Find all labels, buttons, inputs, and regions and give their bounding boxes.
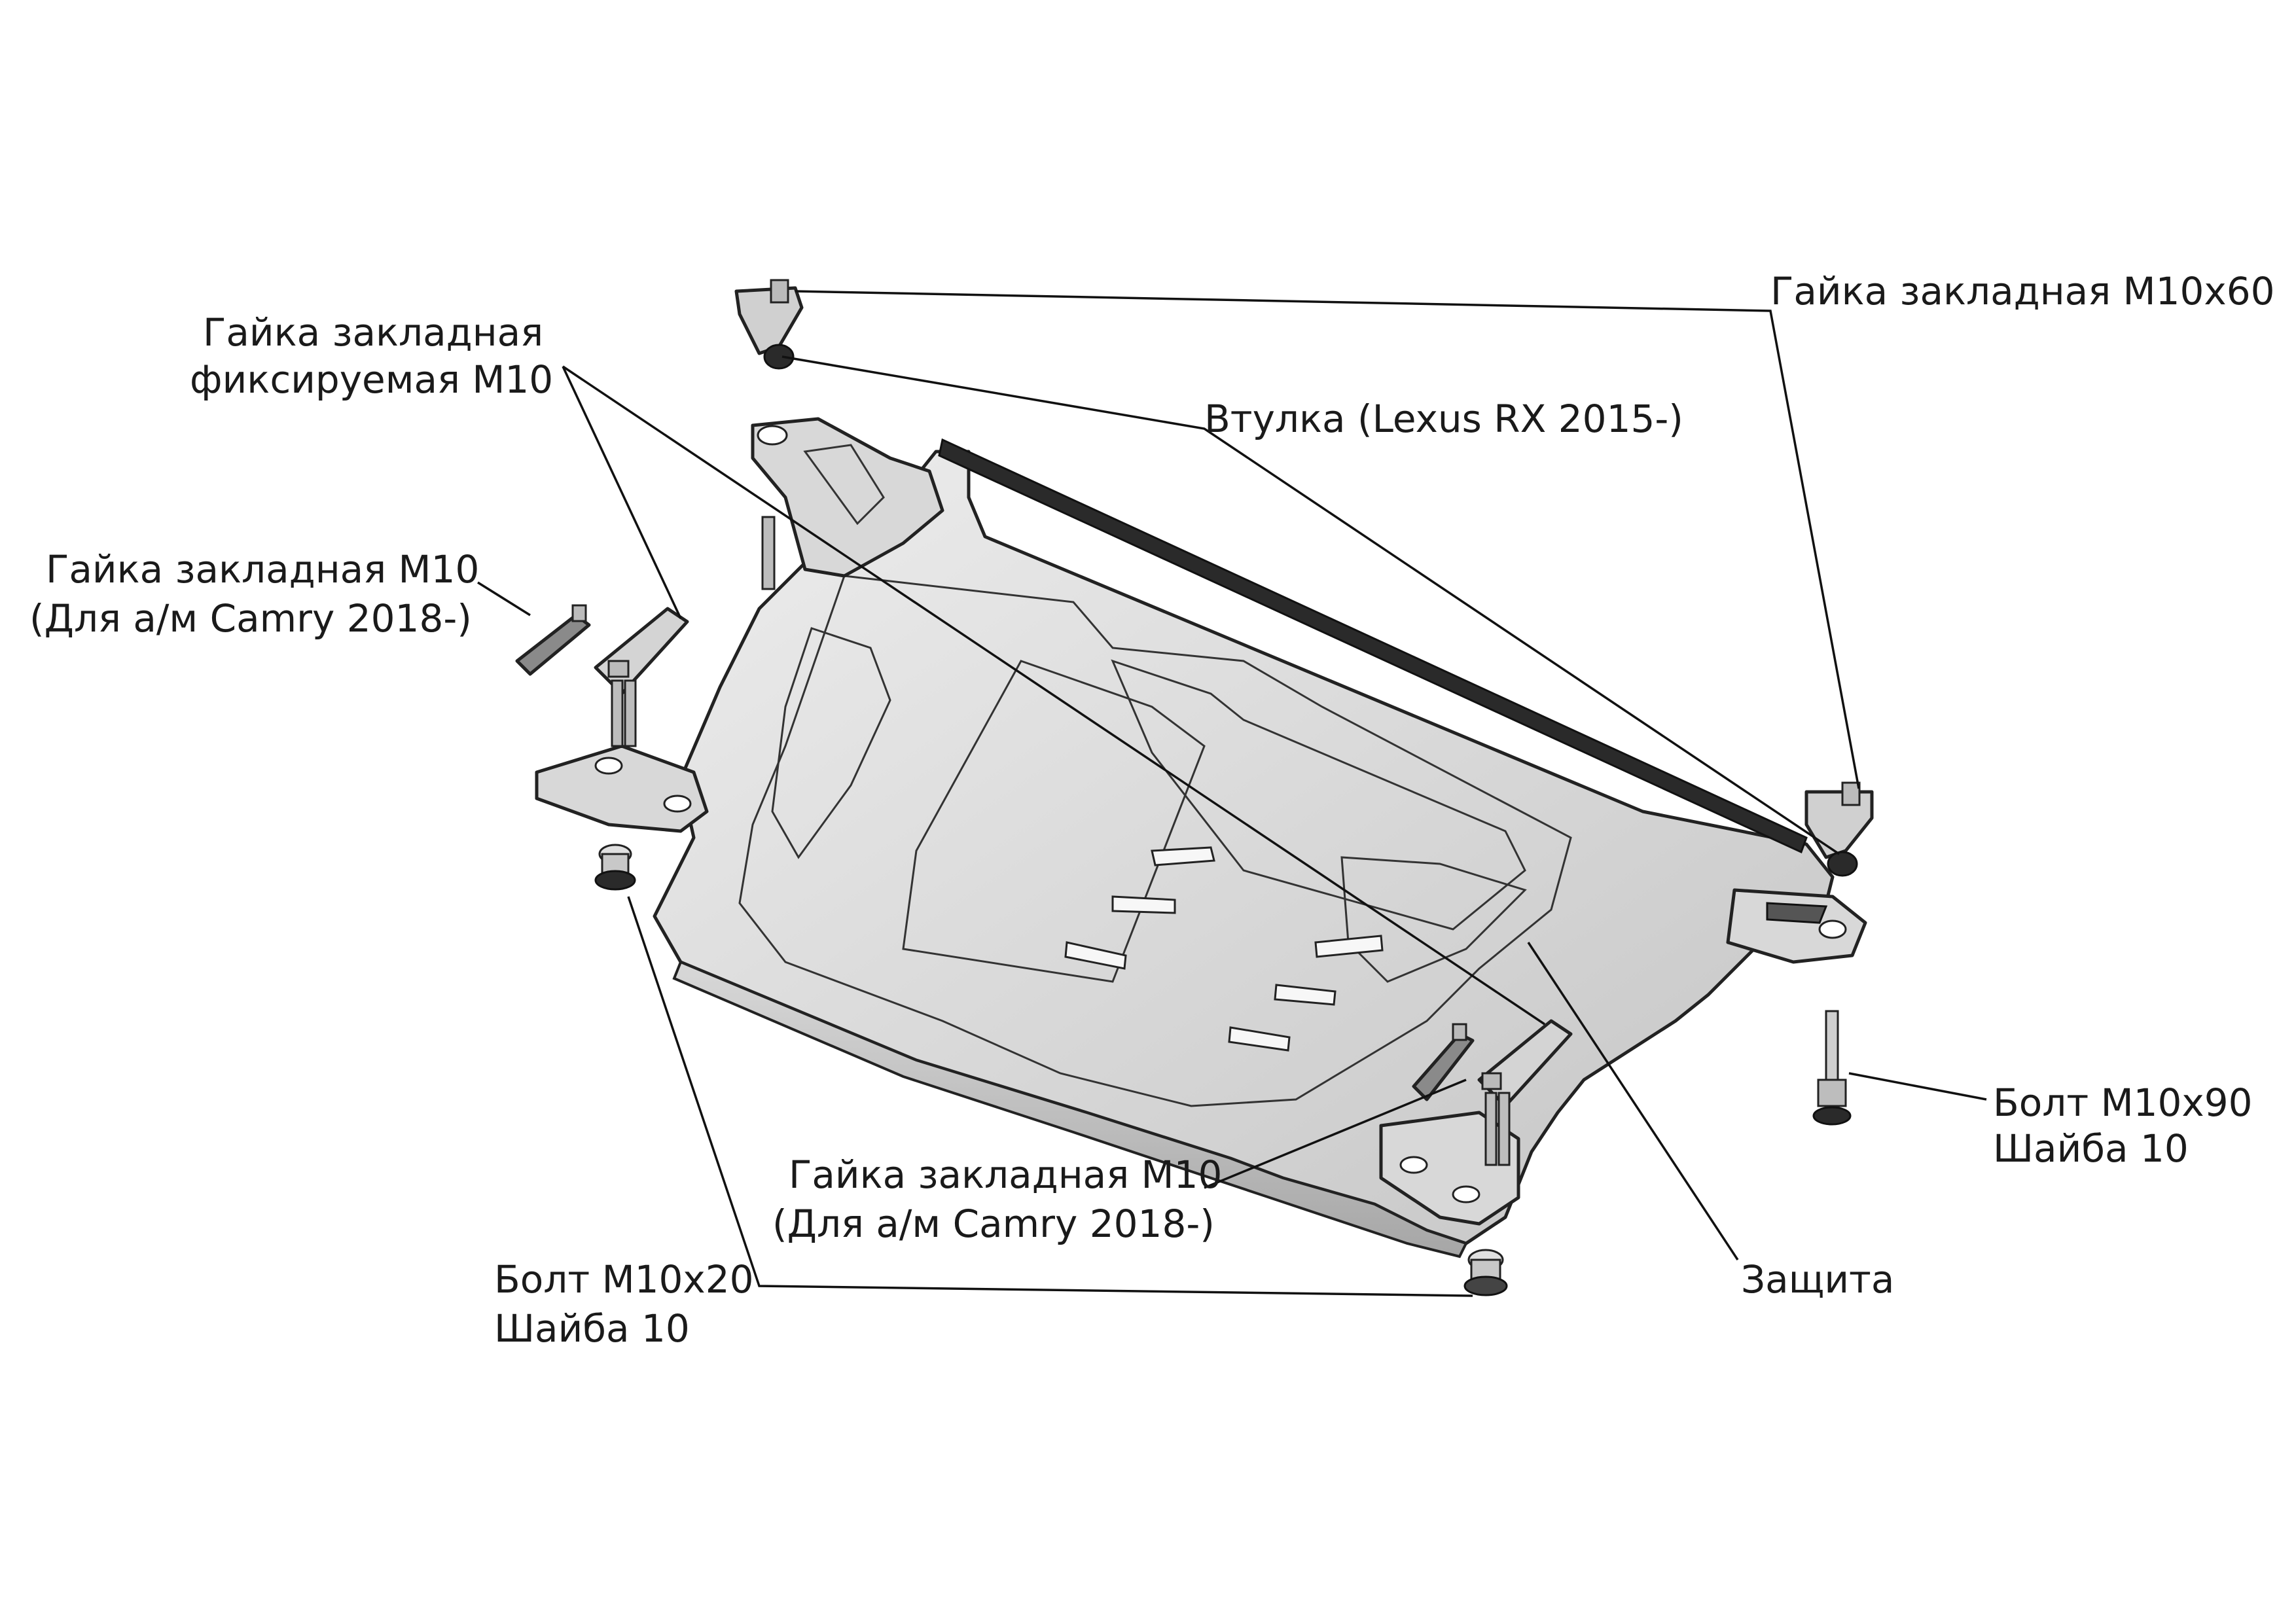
nut-fixed-left xyxy=(594,607,689,747)
label-fixed-nut-line2: фиксируемая М10 xyxy=(190,357,553,402)
guard-bracket-top-left xyxy=(751,417,944,578)
label-nut-camry-bottom-line2: (Для а/м Camry 2018-) xyxy=(772,1202,1215,1246)
bolt-m10x20-bottom xyxy=(1463,1249,1508,1296)
bolt-m10x20-left xyxy=(594,844,636,891)
guard-bracket-left xyxy=(535,744,709,833)
label-nut-camry-left-line1: Гайка закладная М10 xyxy=(46,547,479,592)
label-bolt-m10x20-line1: Болт М10х20 xyxy=(494,1257,754,1302)
nut-m10x60-top xyxy=(734,279,804,370)
label-bolt-m10x20-line2: Шайба 10 xyxy=(494,1306,690,1351)
labels: Гайка закладная М10х60 Гайка закладная ф… xyxy=(29,269,2275,1351)
label-bolt-m10x90-line1: Болт М10х90 xyxy=(1993,1080,2253,1125)
label-nut-m10x60: Гайка закладная М10х60 xyxy=(1770,269,2275,313)
nut-camry-left xyxy=(515,604,591,676)
nut-m10x60-right xyxy=(1804,781,1874,877)
nut-fixed-bottom xyxy=(1477,1019,1573,1166)
leader-lines xyxy=(477,290,1987,1297)
nut-camry-bottom xyxy=(1412,1023,1475,1101)
vent-slots xyxy=(1064,846,1384,1052)
label-fixed-nut-line1: Гайка закладная xyxy=(203,310,543,355)
label-bushing: Втулка (Lexus RX 2015-) xyxy=(1204,397,1683,441)
guard-bracket-right xyxy=(1726,888,1867,964)
label-guard: Защита xyxy=(1741,1257,1894,1302)
label-nut-camry-left-line2: (Для а/м Camry 2018-) xyxy=(29,596,472,641)
bolt-m10x90 xyxy=(1812,1010,1852,1126)
stud-fixed-left xyxy=(761,516,776,590)
label-nut-camry-bottom-line1: Гайка закладная М10 xyxy=(789,1152,1222,1197)
label-bolt-m10x90-line2: Шайба 10 xyxy=(1993,1126,2189,1171)
